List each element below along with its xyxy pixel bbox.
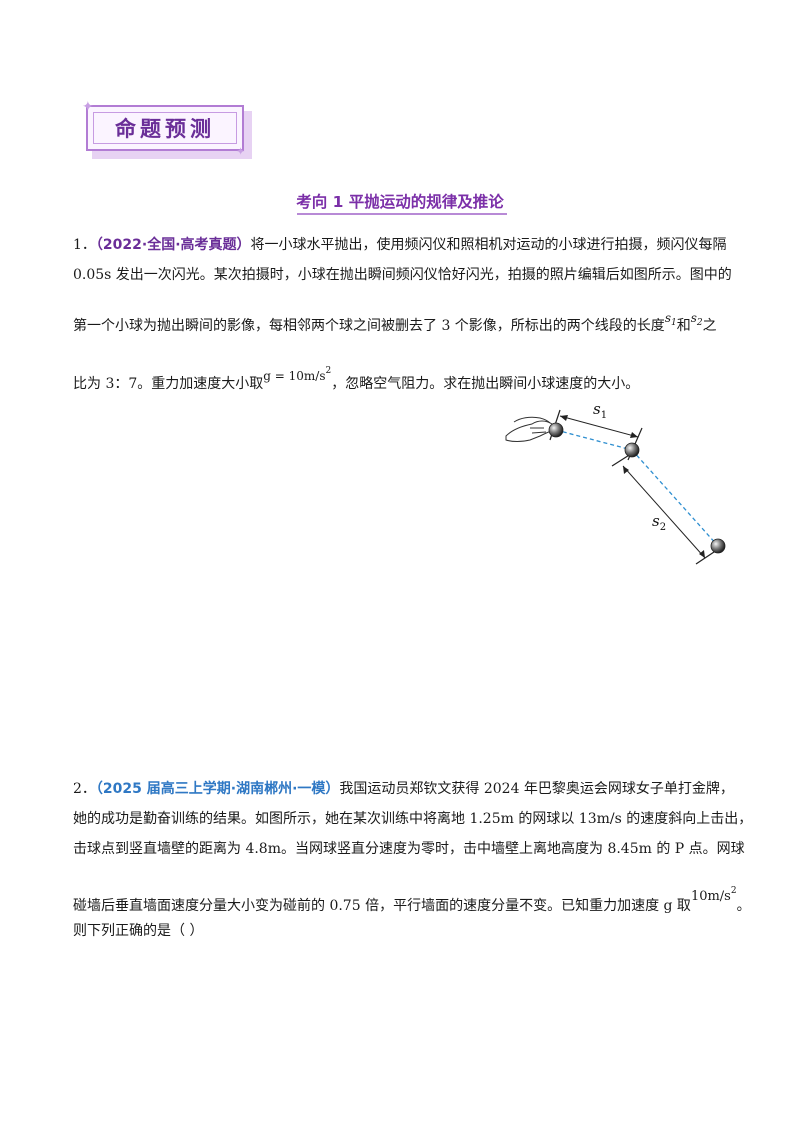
- q1-line-1: 1．（2022·全国·高考真题）将一小球水平抛出，使用频闪仪和照相机对运动的小球…: [73, 234, 727, 254]
- projectile-figure: s1 s2: [505, 400, 726, 565]
- banner-title: 命题预测: [115, 117, 215, 141]
- q2-line-2: 她的成功是勤奋训练的结果。如图所示，她在某次训练中将离地 1.25m 的网球以 …: [73, 811, 753, 827]
- q2-line-5: 则下列正确的是（ ）: [73, 923, 204, 939]
- q1-number: 1．: [73, 237, 96, 253]
- segment-s1-dashed: [555, 429, 633, 451]
- q2-text-4a: 碰墙后垂直墙面速度分量大小变为碰前的 0.75 倍，平行墙面的速度分量不变。已知…: [73, 898, 691, 914]
- q1-text-3a: 第一个小球为抛出瞬间的影像，每相邻两个球之间被删去了 3 个影像，所标出的两个线…: [73, 318, 665, 334]
- q2-line-3: 击球点到竖直墙壁的距离为 4.8m。当网球竖直分速度为零时，击中墙壁上离地高度为…: [73, 841, 745, 857]
- section-title-underline: [297, 213, 507, 215]
- q1-text-1: 将一小球水平抛出，使用频闪仪和照相机对运动的小球进行拍摄，频闪仪每隔: [250, 237, 727, 253]
- q1-text-3c: 之: [702, 318, 717, 334]
- section-title-text: 考向 1 平抛运动的规律及推论: [296, 193, 504, 211]
- s1-dimension-arrow: [559, 415, 639, 438]
- arrow-head: [560, 415, 568, 421]
- s2-dimension-arrow: [622, 465, 706, 559]
- hand-icon: [505, 416, 555, 442]
- arrow-head: [699, 550, 705, 558]
- sparkle-icon: ✦: [236, 145, 246, 158]
- sparkle-icon: ✦: [82, 99, 94, 115]
- segment-s2-dashed: [631, 449, 719, 547]
- ball-1: [548, 422, 564, 438]
- banner-frame: 命题预测: [86, 105, 244, 151]
- q2-source: （2025 届高三上学期·湖南郴州·一模）: [95, 781, 340, 797]
- q2-line-1: 2．（2025 届高三上学期·湖南郴州·一模）我国运动员郑钦文获得 2024 年…: [73, 778, 734, 798]
- label-s1: s1: [593, 400, 607, 421]
- q1-s1-symbol: s1: [664, 311, 677, 328]
- banner-inner-frame: 命题预测: [93, 112, 237, 144]
- q1-text-4a: 比为 3：7。重力加速度大小取: [73, 376, 264, 392]
- arrow-head: [630, 432, 638, 438]
- q1-text-4b: ，忽略空气阻力。求在抛出瞬间小球速度的大小。: [331, 376, 640, 392]
- ball-3: [710, 538, 726, 554]
- q2-text-4b: 。: [736, 898, 751, 914]
- q2-text-1: 我国运动员郑钦文获得 2024 年巴黎奥运会网球女子单打金牌，: [339, 781, 734, 797]
- q1-s2-symbol: s2: [690, 311, 703, 328]
- q1-g-expression: g = 10m/s2: [263, 366, 332, 383]
- q1-source: （2022·全国·高考真题）: [95, 237, 251, 253]
- q2-g-value: 10m/s2: [690, 886, 737, 904]
- arrow-head: [623, 466, 629, 474]
- section-title: 考向 1 平抛运动的规律及推论: [0, 190, 800, 215]
- q1-line-3: 第一个小球为抛出瞬间的影像，每相邻两个球之间被删去了 3 个影像，所标出的两个线…: [73, 311, 717, 335]
- topic-banner: 命题预测 ✦ ✦: [82, 99, 256, 161]
- q2-line-4: 碰墙后垂直墙面速度分量大小变为碰前的 0.75 倍，平行墙面的速度分量不变。已知…: [73, 886, 751, 915]
- q1-line-2: 0.05s 发出一次闪光。某次拍摄时，小球在抛出瞬间频闪仪恰好闪光，拍摄的照片编…: [73, 267, 732, 283]
- q1-line-4: 比为 3：7。重力加速度大小取g = 10m/s2，忽略空气阻力。求在抛出瞬间小…: [73, 366, 639, 393]
- ball-2: [624, 442, 640, 458]
- q1-text-3b: 和: [676, 318, 691, 334]
- label-s2: s2: [652, 512, 666, 533]
- q2-number: 2．: [73, 781, 96, 797]
